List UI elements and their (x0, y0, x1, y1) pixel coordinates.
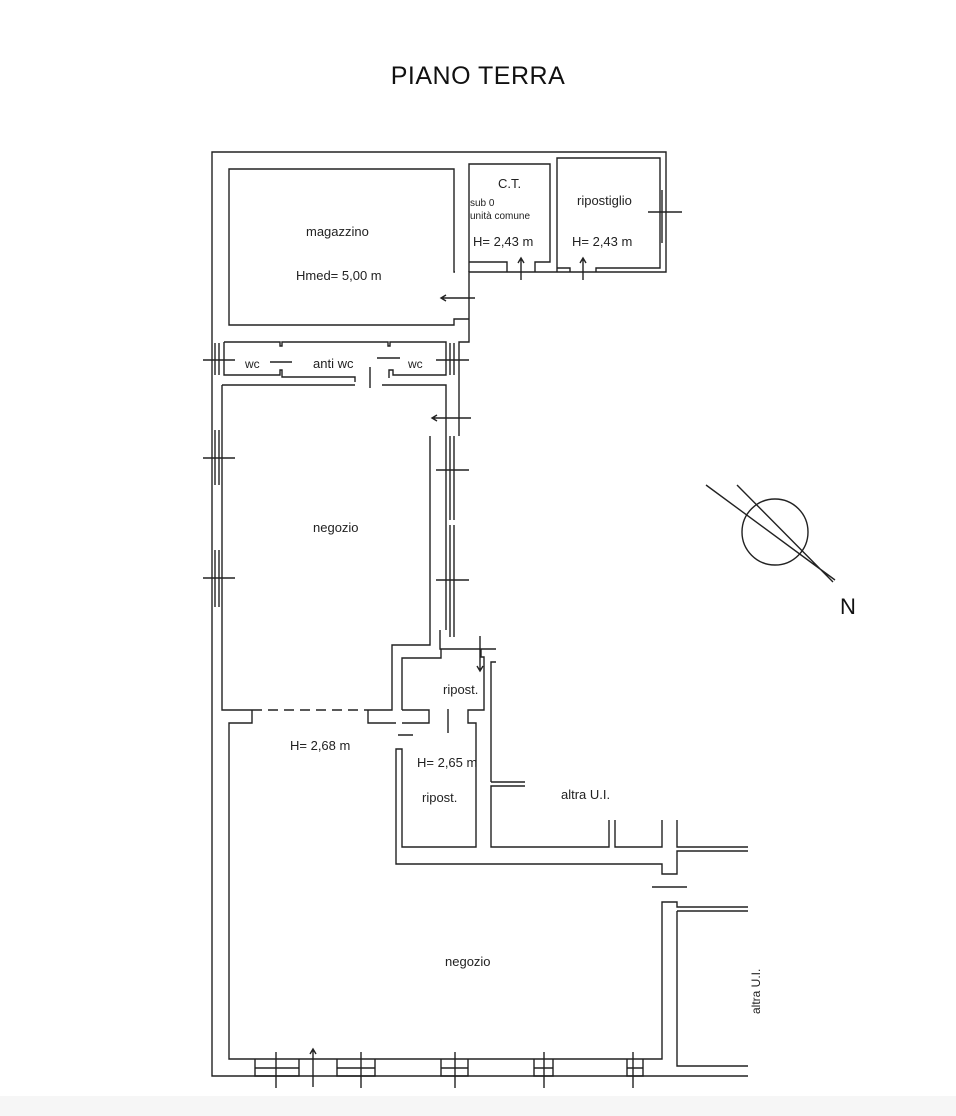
room-wc-left-label: wc (244, 357, 260, 371)
room-altra-ui-side-label: altra U.I. (749, 969, 763, 1014)
room-ripost-lower-height: H= 2,65 m (417, 755, 477, 770)
walls (203, 151, 748, 1088)
room-negozio-upper-label: negozio (313, 520, 359, 535)
room-ripostiglio-label: ripostiglio (577, 193, 632, 208)
room-magazzino-label: magazzino (306, 224, 369, 239)
room-negozio-lower-height: H= 2,68 m (290, 738, 350, 753)
room-ct-height: H= 2,43 m (473, 234, 533, 249)
room-negozio-lower-label: negozio (445, 954, 491, 969)
room-wc-right-label: wc (407, 357, 423, 371)
room-ct-note-unit: unità comune (470, 211, 530, 222)
room-ripost-lower-label: ripost. (422, 790, 457, 805)
room-ct-note-sub: sub 0 (470, 198, 495, 209)
room-ripostiglio-height: H= 2,43 m (572, 234, 632, 249)
compass-north-label: N (840, 594, 856, 619)
room-altra-ui-label: altra U.I. (561, 787, 610, 802)
plan-title: PIANO TERRA (390, 62, 566, 90)
compass-needle (705, 484, 836, 583)
footer-strip (0, 1096, 956, 1116)
room-magazzino-height: Hmed= 5,00 m (296, 268, 382, 283)
room-anti-wc-label: anti wc (313, 356, 354, 371)
room-ripost-upper-label: ripost. (443, 682, 478, 697)
compass-circle (741, 498, 809, 566)
room-labels: magazzino Hmed= 5,00 m C.T. sub 0 unità … (244, 176, 763, 1014)
room-ct-label: C.T. (498, 176, 521, 191)
compass: N (705, 484, 856, 619)
